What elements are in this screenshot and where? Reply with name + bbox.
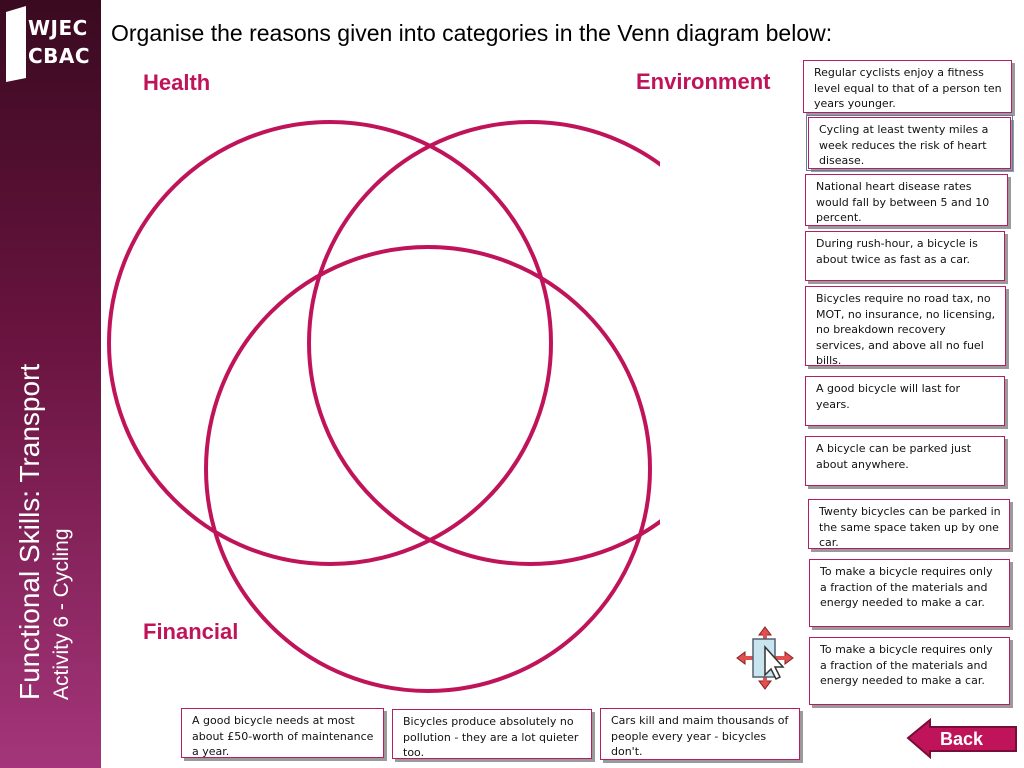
reason-card-maintenance[interactable]: A good bicycle needs at most about £50-w… bbox=[181, 708, 384, 758]
reason-card-materials-energy[interactable]: To make a bicycle requires only a fracti… bbox=[809, 559, 1010, 627]
move-cursor-icon bbox=[736, 626, 794, 690]
reason-card-materials-energy-2[interactable]: To make a bicycle requires only a fracti… bbox=[809, 637, 1010, 705]
reason-card-twenty-bicycles[interactable]: Twenty bicycles can be parked in the sam… bbox=[808, 499, 1010, 549]
sidebar: WJEC CBAC Functional Skills: Transport A… bbox=[0, 0, 101, 768]
venn-circle-environment bbox=[307, 120, 660, 566]
reason-card-no-road-tax[interactable]: Bicycles require no road tax, no MOT, no… bbox=[805, 286, 1006, 367]
logo-line-2: CBAC bbox=[28, 44, 91, 68]
reason-card-bicycle-lasts[interactable]: A good bicycle will last for years. bbox=[805, 376, 1005, 426]
reason-card-parked-anywhere[interactable]: A bicycle can be parked just about anywh… bbox=[805, 436, 1005, 486]
back-button[interactable]: Back bbox=[906, 717, 1018, 760]
logo-line-1: WJEC bbox=[28, 16, 88, 40]
back-button-label: Back bbox=[940, 729, 984, 749]
reason-card-no-pollution[interactable]: Bicycles produce absolutely no pollution… bbox=[392, 709, 592, 759]
sidebar-title: Functional Skills: Transport bbox=[14, 363, 45, 700]
reason-card-rush-hour[interactable]: During rush-hour, a bicycle is about twi… bbox=[805, 231, 1005, 281]
venn-diagram bbox=[107, 120, 660, 693]
venn-circle-health bbox=[107, 120, 553, 566]
sidebar-subtitle: Activity 6 - Cycling bbox=[50, 528, 73, 700]
wjec-logo bbox=[6, 6, 26, 82]
venn-label-health: Health bbox=[143, 70, 211, 95]
reason-card-fitness[interactable]: Regular cyclists enjoy a fitness level e… bbox=[803, 60, 1012, 113]
reason-card-heart-disease-risk[interactable]: Cycling at least twenty miles a week red… bbox=[806, 115, 1013, 171]
back-arrow-icon bbox=[906, 717, 1017, 760]
reason-card-heart-disease-rates[interactable]: National heart disease rates would fall … bbox=[805, 174, 1008, 226]
reason-card-cars-kill[interactable]: Cars kill and maim thousands of people e… bbox=[600, 708, 800, 760]
venn-label-financial: Financial bbox=[143, 619, 239, 644]
venn-circle-financial bbox=[204, 245, 652, 693]
page-title: Organise the reasons given into categori… bbox=[111, 20, 833, 46]
venn-label-environment: Environment bbox=[636, 69, 771, 94]
